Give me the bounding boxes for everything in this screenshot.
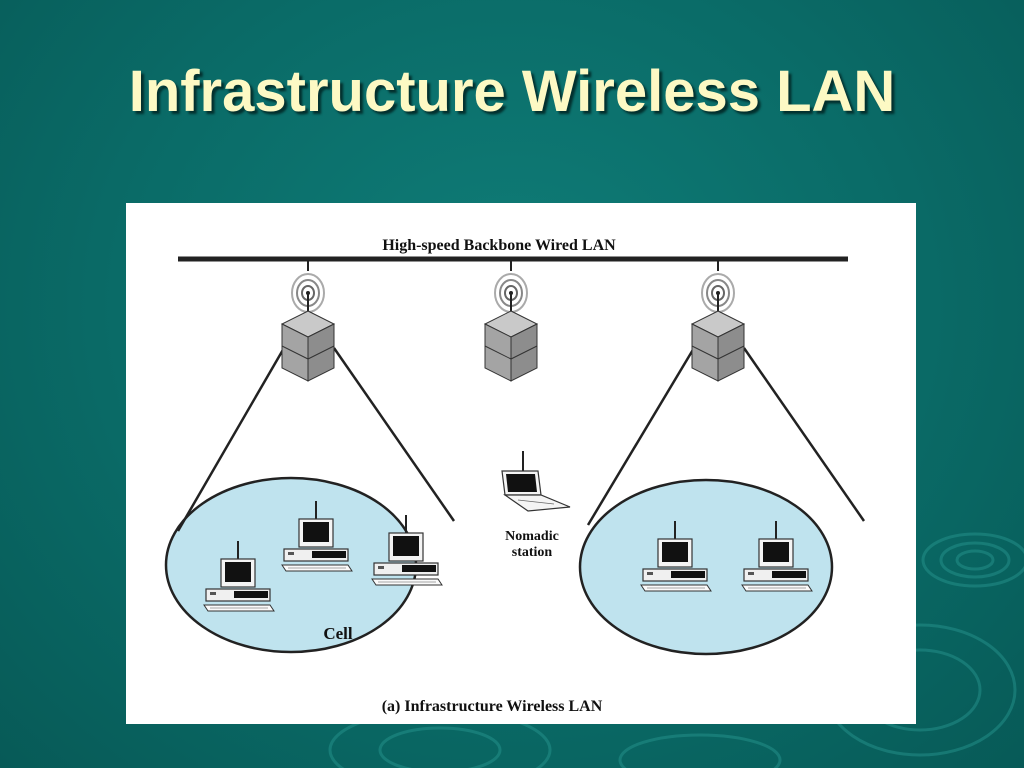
slide-title: Infrastructure Wireless LAN (128, 59, 896, 124)
backbone-label: High-speed Backbone Wired LAN (382, 237, 616, 254)
cell-right (578, 478, 834, 656)
access-point-icon (281, 310, 335, 382)
access-point-icon (484, 310, 538, 382)
access-point-right (691, 273, 745, 382)
figure-caption: (a) Infrastructure Wireless LAN (382, 698, 603, 715)
diagram-figure: High-speed Backbone Wired LAN (126, 203, 916, 724)
access-point-icon (691, 310, 745, 382)
cell-label: Cell (323, 624, 353, 643)
access-point-middle (484, 273, 538, 382)
access-point-left (281, 273, 335, 382)
nomadic-station-label: Nomadic (505, 529, 559, 544)
laptop-icon (501, 451, 571, 512)
nomadic-station-label-line2: station (512, 545, 553, 560)
